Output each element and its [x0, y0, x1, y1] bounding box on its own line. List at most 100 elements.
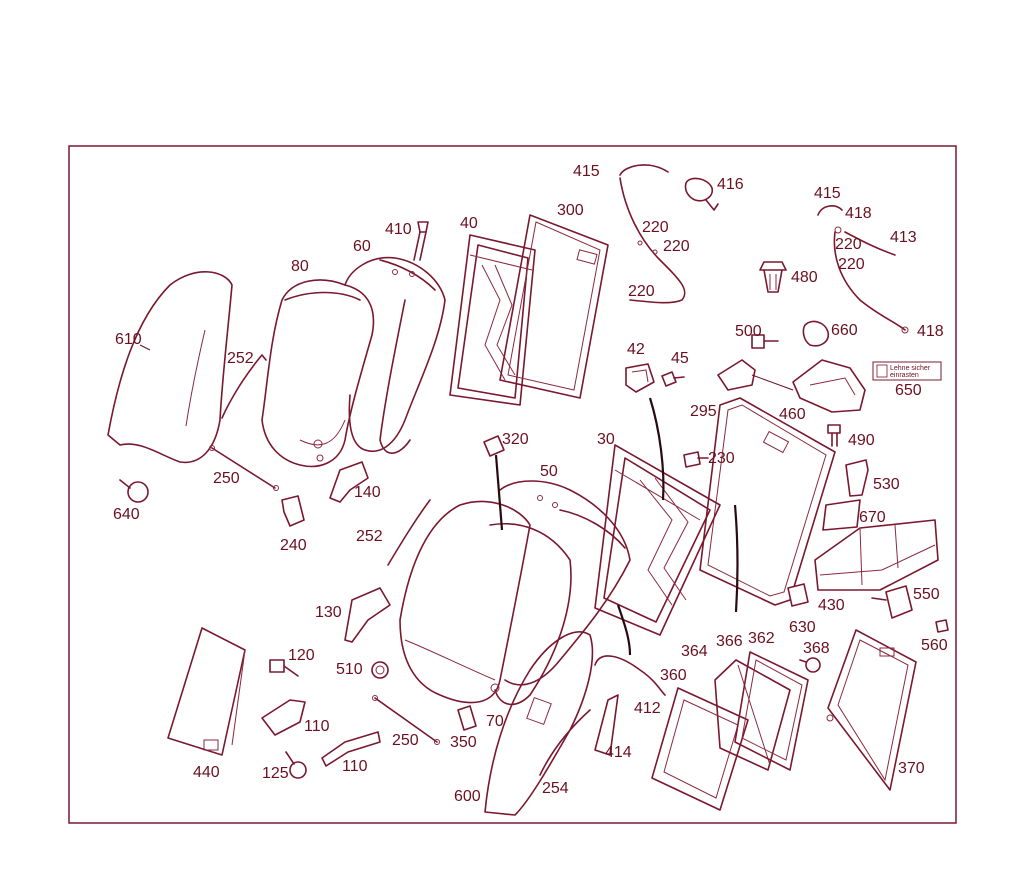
part-660-clip — [802, 320, 830, 347]
part-45-screw — [661, 371, 685, 387]
label-413: 413 — [890, 229, 917, 246]
label-418-bottom: 418 — [917, 323, 944, 340]
label-550: 550 — [913, 586, 940, 603]
label-220-b: 220 — [663, 238, 690, 255]
label-125: 125 — [262, 765, 289, 782]
label-252-upper: 252 — [227, 350, 254, 367]
part-480-clip — [759, 261, 787, 293]
label-350: 350 — [450, 734, 477, 751]
label-110-lower: 110 — [342, 758, 368, 775]
label-366: 366 — [716, 633, 743, 650]
part-30-seat-frame — [594, 444, 721, 636]
part-600-side-trim — [484, 631, 594, 816]
label-460: 460 — [779, 406, 806, 423]
part-370-rear-panel — [826, 629, 917, 791]
part-130-bracket — [344, 587, 391, 643]
part-430-cover — [814, 519, 939, 591]
label-414: 414 — [605, 744, 632, 761]
part-510-nut — [371, 661, 389, 679]
label-364: 364 — [681, 643, 708, 660]
label-130: 130 — [315, 604, 342, 621]
label-412: 412 — [634, 700, 661, 717]
label-530: 530 — [873, 476, 900, 493]
part-60-cushion-layer — [344, 256, 446, 454]
label-80: 80 — [291, 258, 309, 275]
label-490: 490 — [848, 432, 875, 449]
label-300: 300 — [557, 202, 584, 219]
leader-320 — [494, 454, 504, 531]
part-490-bolt — [827, 424, 841, 447]
label-415-top: 415 — [573, 163, 600, 180]
part-40-back-frame — [449, 234, 536, 406]
part-320-tab — [483, 435, 505, 457]
part-560-bolt — [935, 619, 949, 633]
part-413-rod-assembly — [817, 205, 909, 334]
leader-42 — [648, 397, 665, 501]
part-240-clip — [281, 495, 305, 527]
label-560: 560 — [921, 637, 948, 654]
part-550-bracket — [871, 585, 913, 619]
part-630-connector — [787, 583, 809, 607]
part-230-fastener — [683, 451, 709, 468]
label-650: 650 — [895, 382, 922, 399]
label-418-top: 418 — [845, 205, 872, 222]
label-70: 70 — [486, 713, 504, 730]
part-250-wire-upper — [209, 445, 279, 491]
label-40: 40 — [460, 215, 478, 232]
label-240: 240 — [280, 537, 307, 554]
label-640: 640 — [113, 506, 140, 523]
part-650-sticker: Lehne sicher einrasten — [872, 361, 942, 381]
label-220-c: 220 — [835, 236, 862, 253]
part-414-actuator — [594, 694, 619, 756]
label-430: 430 — [818, 597, 845, 614]
label-220-d: 220 — [838, 256, 865, 273]
part-125-bolt — [285, 751, 307, 779]
part-415-cable — [619, 164, 686, 304]
part-254-wire — [539, 709, 591, 776]
label-510: 510 — [336, 661, 363, 678]
part-460-bracket — [717, 359, 866, 413]
part-368-screw — [799, 657, 821, 673]
label-360: 360 — [660, 667, 687, 684]
label-220-e: 220 — [628, 283, 655, 300]
part-250-wire-lower — [372, 695, 440, 745]
label-230: 230 — [708, 450, 735, 467]
label-252-lower: 252 — [356, 528, 383, 545]
label-140: 140 — [354, 484, 381, 501]
leader-295 — [733, 504, 739, 613]
part-364-366-module — [714, 659, 791, 771]
label-610: 610 — [115, 331, 142, 348]
part-300-back-panel — [499, 214, 609, 399]
part-530-clip — [845, 459, 869, 497]
sticker-text-line-2: einrasten — [890, 372, 919, 379]
label-250-upper: 250 — [213, 470, 240, 487]
label-30: 30 — [597, 431, 615, 448]
label-295: 295 — [690, 403, 717, 420]
part-labels: 415 416 300 40 410 60 80 220 220 415 418… — [113, 163, 948, 805]
part-412-cable — [594, 655, 666, 696]
part-350-clip — [457, 705, 477, 731]
part-410-bolt — [413, 221, 429, 261]
part-140-bracket — [329, 461, 369, 503]
part-110-lever-lower — [321, 731, 381, 767]
part-252-wire-upper — [221, 354, 267, 419]
label-415-right: 415 — [814, 185, 841, 202]
label-320: 320 — [502, 431, 529, 448]
label-440: 440 — [193, 764, 220, 781]
part-610-back-cover — [107, 271, 233, 464]
part-70-seat-cushion — [399, 500, 572, 706]
label-250-lower: 250 — [392, 732, 419, 749]
label-254: 254 — [542, 780, 569, 797]
label-630: 630 — [789, 619, 816, 636]
label-362: 362 — [748, 630, 775, 647]
label-600: 600 — [454, 788, 481, 805]
label-480: 480 — [791, 269, 818, 286]
part-360-housing — [651, 687, 749, 811]
part-362-cover — [734, 651, 809, 771]
part-110-bracket-upper — [261, 699, 306, 736]
label-220-a: 220 — [642, 219, 669, 236]
part-120-bolt — [269, 659, 299, 677]
label-120: 120 — [288, 647, 315, 664]
part-80-back-cushion — [261, 279, 375, 468]
label-410: 410 — [385, 221, 412, 238]
